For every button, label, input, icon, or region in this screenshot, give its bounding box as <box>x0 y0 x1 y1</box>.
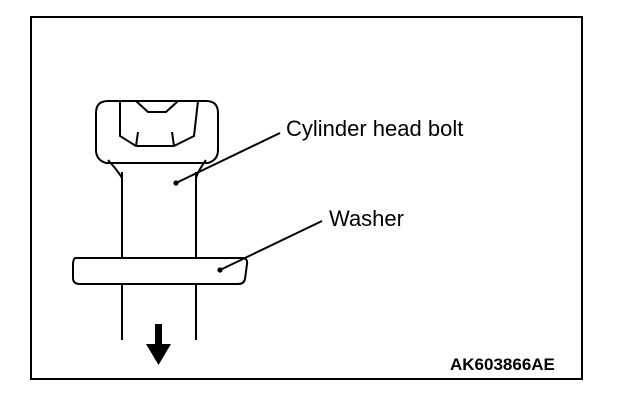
direction-arrow-icon <box>146 324 171 365</box>
bolt-head <box>95 100 219 179</box>
bolt-leader-dot <box>173 180 179 186</box>
bolt-leader-line <box>175 132 281 184</box>
washer-leader-dot <box>217 267 223 273</box>
figure-code: AK603866AE <box>450 355 555 374</box>
diagram-frame <box>30 16 583 380</box>
washer-leader-line <box>219 220 323 271</box>
washer-label: Washer <box>329 206 404 231</box>
washer-shape <box>72 257 249 285</box>
bolt-shank <box>121 172 197 340</box>
bolt-label: Cylinder head bolt <box>286 116 464 141</box>
